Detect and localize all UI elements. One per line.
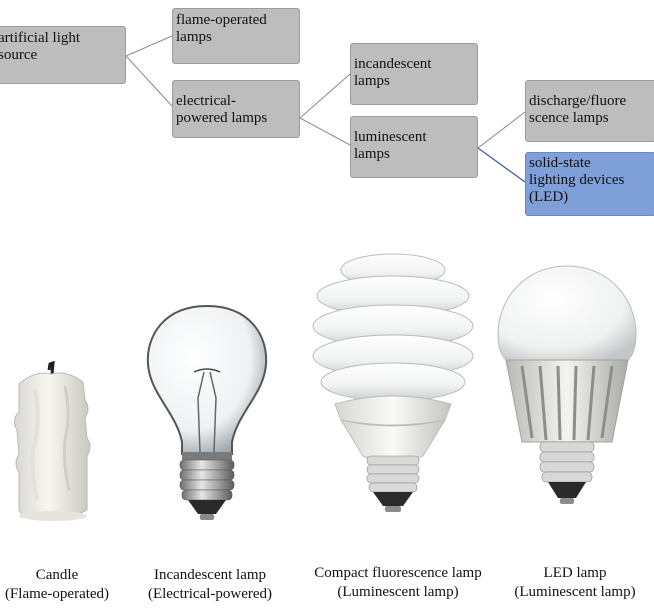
node-solid-state-lighting-devices: solid-state lighting devices (LED) xyxy=(525,152,654,216)
node-line: source xyxy=(0,47,121,64)
caption-line: (Luminescent lamp) xyxy=(500,583,650,602)
caption-incandescent-lamp: Incandescent lamp (Electrical-powered) xyxy=(130,566,290,604)
caption-compact-fluorescence-lamp: Compact fluorescence lamp (Luminescent l… xyxy=(296,564,500,602)
caption-line: (Flame-operated) xyxy=(0,585,132,604)
caption-line: LED lamp xyxy=(500,564,650,583)
node-line: electrical- xyxy=(176,93,295,110)
node-line: lamps xyxy=(176,29,295,46)
node-line: artificial light xyxy=(0,30,121,47)
connector-luminescent-solid-state xyxy=(478,148,525,182)
caption-line: Compact fluorescence lamp xyxy=(296,564,500,583)
node-line: lamps xyxy=(354,146,473,163)
connector-root-electrical xyxy=(126,56,172,106)
node-line: luminescent xyxy=(354,129,473,146)
connector-luminescent-discharge xyxy=(478,112,525,148)
caption-led-lamp: LED lamp (Luminescent lamp) xyxy=(500,564,650,602)
connector-electrical-luminescent xyxy=(300,118,350,145)
node-artificial-light-source: artificial light source xyxy=(0,26,126,84)
caption-line: (Electrical-powered) xyxy=(130,585,290,604)
node-incandescent-lamps: incandescent lamps xyxy=(350,43,478,105)
node-line: lamps xyxy=(354,73,473,90)
compact-fluorescent-lamp-image xyxy=(305,248,480,530)
incandescent-bulb-image xyxy=(142,302,272,530)
node-line: lighting devices xyxy=(529,172,651,189)
node-line: flame-operated xyxy=(176,12,295,29)
led-lamp-image xyxy=(492,262,642,530)
caption-line: Incandescent lamp xyxy=(130,566,290,585)
candle-image xyxy=(5,360,100,530)
node-line: (LED) xyxy=(529,189,651,206)
node-line: discharge/fluore xyxy=(529,93,651,110)
caption-candle: Candle (Flame-operated) xyxy=(0,566,132,604)
connector-electrical-incandescent xyxy=(300,74,350,118)
node-line: scence lamps xyxy=(529,110,651,127)
caption-line: (Luminescent lamp) xyxy=(296,583,500,602)
node-discharge-fluorescence-lamps: discharge/fluore scence lamps xyxy=(525,80,654,142)
caption-line: Candle xyxy=(0,566,132,585)
node-electrical-powered-lamps: electrical- powered lamps xyxy=(172,80,300,138)
node-line: solid-state xyxy=(529,155,651,172)
node-line: powered lamps xyxy=(176,110,295,127)
connector-root-flame xyxy=(126,36,172,56)
node-line: incandescent xyxy=(354,56,473,73)
node-flame-operated-lamps: flame-operated lamps xyxy=(172,8,300,64)
node-luminescent-lamps: luminescent lamps xyxy=(350,116,478,178)
